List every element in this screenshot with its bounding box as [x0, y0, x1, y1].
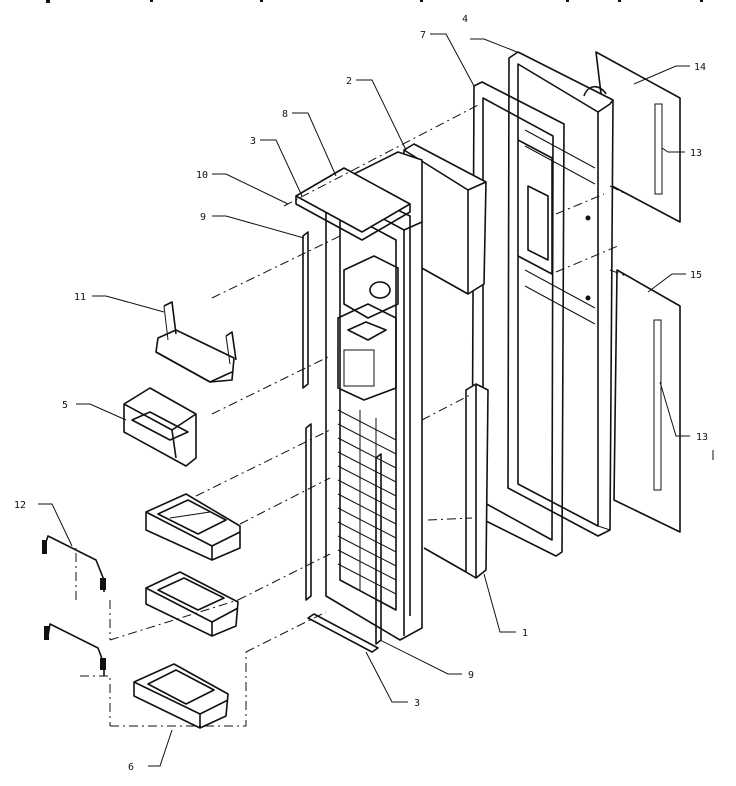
- part-3-top-trim: [295, 167, 411, 241]
- callout-4: 4: [462, 14, 468, 25]
- assembly-lines: [75, 103, 627, 727]
- callout-13-lower: 13: [696, 432, 708, 443]
- callout-3-bottom: 3: [414, 698, 420, 709]
- part-12-basket-support-lower: [44, 623, 106, 676]
- callouts: 4 7 14 2 8 3 13 10 9 15 11 5 13 12 1 9 3…: [14, 14, 708, 773]
- callout-9-upper: 9: [200, 212, 206, 223]
- part-11-door-bin: [155, 301, 237, 383]
- basket-middle: [145, 571, 239, 637]
- part-8-freezer-liner: [325, 151, 423, 641]
- basket-upper: [145, 493, 241, 561]
- callout-8: 8: [282, 109, 288, 120]
- callout-12: 12: [14, 500, 26, 511]
- leader-lines: [38, 33, 690, 767]
- callout-15: 15: [690, 270, 702, 281]
- callout-1: 1: [522, 628, 528, 639]
- part-4-outer-door: [507, 51, 614, 537]
- part-12-basket-support-upper: [42, 535, 106, 592]
- part-9-side-strip-upper: [302, 231, 309, 389]
- callout-7: 7: [420, 30, 426, 41]
- liner-shelf-ribs: [337, 409, 397, 595]
- callout-3-top: 3: [250, 136, 256, 147]
- part-1-breaker-strip-lower: [423, 383, 489, 579]
- callout-2: 2: [346, 76, 352, 87]
- callout-10: 10: [196, 170, 208, 181]
- part-5-shelf-bin: [123, 387, 197, 467]
- callout-11: 11: [74, 292, 86, 303]
- callout-13-upper: 13: [690, 148, 702, 159]
- part-3-bottom-trim: [307, 613, 379, 653]
- part-15-lower-door-panel: [613, 269, 681, 533]
- callout-14: 14: [694, 62, 706, 73]
- callout-5: 5: [62, 400, 68, 411]
- scan-artifacts: [46, 0, 703, 3]
- callout-6: 6: [128, 762, 134, 773]
- callout-9-lower: 9: [468, 670, 474, 681]
- part-6-basket-lower: [133, 663, 229, 729]
